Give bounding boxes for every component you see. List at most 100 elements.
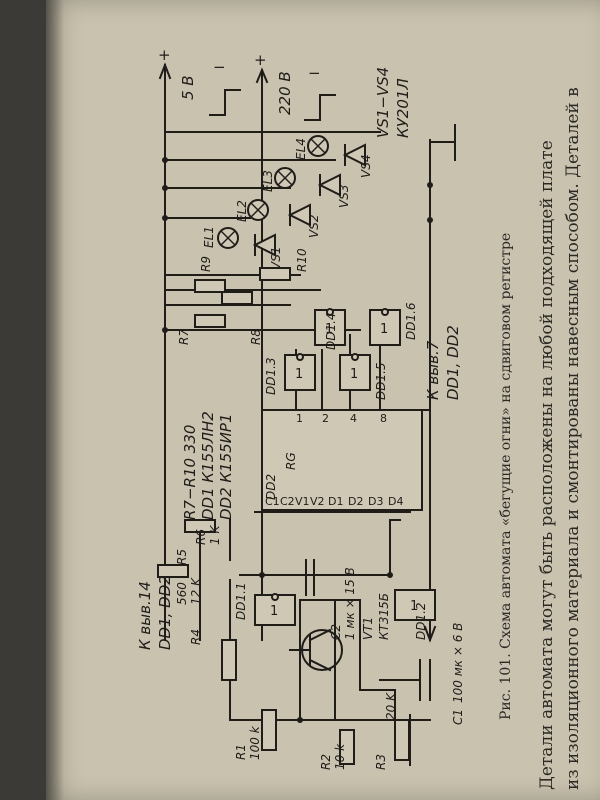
svg-text:220 В: 220 В [276,71,294,115]
label-el2: EL2 [235,200,249,222]
gate-dd1-2 [394,589,436,621]
svg-text:V1: V1 [295,495,310,508]
svg-text:V2: V2 [310,495,325,508]
parts-note: R7−R10 330 DD1 К155ЛН2 DD2 К155ИР1 [181,411,235,520]
label-dd2: DD2 [264,474,278,500]
label-el1: EL1 [202,226,216,248]
resistor-r8 [221,291,253,305]
triac-vs2 [287,203,311,227]
svg-text:DD1, DD2: DD1, DD2 [156,575,174,650]
resistor-r5 [157,564,189,578]
label-el4: EL4 [294,138,308,160]
label-5v: 5 В [179,75,197,100]
svg-text:1 мк × 15 В: 1 мк × 15 В [343,567,357,640]
label-220v: 220 В [276,71,294,115]
svg-text:DD1, DD2: DD1, DD2 [444,325,462,400]
svg-text:VS1: VS1 [269,247,283,270]
svg-text:R9: R9 [199,256,213,272]
triac-vs1 [252,233,276,257]
svg-text:20 K: 20 K [384,692,398,720]
figure-caption: Рис. 101. Схема автомата «бегущие огни» … [498,233,514,720]
svg-text:VT1: VT1 [361,617,375,640]
svg-text:4: 4 [350,412,357,425]
svg-text:C2: C2 [280,495,295,508]
resistor-r1 [261,709,277,751]
label-r10: R10 [295,248,309,272]
svg-text:R7−R10 330: R7−R10 330 [181,425,199,520]
label-vs3: VS3 [337,185,351,208]
svg-text:DD2 К155ИР1: DD2 К155ИР1 [217,413,235,520]
svg-text:D1: D1 [328,495,343,508]
label-vs1: VS1 [269,247,283,270]
body-line-2: из изоляционного материала и смонтирован… [563,87,583,790]
label-el3: EL3 [261,170,275,192]
label-r1: R1 100 k [234,725,262,760]
shift-register-dd2 [261,409,423,511]
svg-text:5 В: 5 В [179,75,197,100]
gate-dd1-1-symbol: 1 [270,604,278,619]
svg-text:2: 2 [322,412,329,425]
svg-text:VS2: VS2 [307,215,321,238]
svg-text:Рис. 101. Схема автомата «бегу: Рис. 101. Схема автомата «бегущие огни» … [498,233,514,720]
svg-text:1 K: 1 K [208,525,222,545]
resistor-r9 [194,279,226,293]
svg-text:VS1−VS4: VS1−VS4 [374,67,392,138]
svg-text:EL4: EL4 [294,138,308,160]
svg-text:DD1.5: DD1.5 [374,362,388,400]
label-vt1: VT1 КТ315Б [361,593,391,640]
label-plus-5v: + [158,46,171,64]
svg-text:DD1.3: DD1.3 [264,357,278,395]
svg-text:R10: R10 [295,248,309,272]
svg-text:C1: C1 [265,495,280,508]
resistor-r10 [259,267,291,281]
label-r8: R8 [249,329,263,345]
gate-dd1-4-symbol: 1 [325,322,333,337]
label-r7: R7 [177,329,191,345]
svg-text:КТ315Б: КТ315Б [377,593,391,640]
label-vs4: VS4 [359,155,373,178]
svg-text:R1: R1 [234,744,248,760]
resistor-r4 [221,639,237,681]
label-r3: R3 20 K [374,692,398,770]
svg-text:100 мк × 6 В: 100 мк × 6 В [451,623,465,703]
triacs [252,143,366,257]
svg-text:C1: C1 [451,709,465,725]
svg-text:D2: D2 [348,495,363,508]
resistors [157,267,410,765]
gate-dd1-6-symbol: 1 [380,322,388,337]
svg-text:К выв.7: К выв.7 [424,340,442,400]
svg-text:100 k: 100 k [248,725,262,760]
label-k-pin7: К выв.7 DD1, DD2 [424,325,462,400]
svg-text:DD1.4: DD1.4 [324,312,338,350]
gate-dd1-3-symbol: 1 [295,367,303,382]
label-k-pin14: К выв.14 DD1, DD2 [136,575,174,650]
label-r4-r5: R4 12 K 560 R5 [175,549,203,645]
svg-text:R2: R2 [319,754,333,770]
svg-text:КУ201Л: КУ201Л [394,78,412,138]
label-r6: R6 1 K [194,525,222,545]
label-dd1-1: DD1.1 [234,582,248,620]
svg-text:DD1.2: DD1.2 [414,602,428,640]
gate-dd1-2-symbol: 1 [410,599,418,614]
triac-vs3 [317,173,341,197]
svg-text:R4: R4 [189,629,203,645]
svg-text:DD1 К155ЛН2: DD1 К155ЛН2 [199,411,217,520]
svg-text:D4: D4 [388,495,403,508]
label-vs2: VS2 [307,215,321,238]
svg-text:VS3: VS3 [337,185,351,208]
svg-text:C2: C2 [329,624,343,640]
label-dd1-5: DD1.5 [374,362,388,400]
svg-text:EL2: EL2 [235,200,249,222]
svg-text:1: 1 [296,412,303,425]
svg-text:DD2: DD2 [264,474,278,500]
resistor-r2 [339,729,355,765]
svg-text:VS4: VS4 [359,155,373,178]
resistor-r3 [394,719,410,761]
resistor-r7 [194,314,226,328]
label-dd1-2: DD1.2 [414,602,428,640]
triac-vs4 [342,143,366,167]
label-dd1-4: DD1.4 [324,312,338,350]
label-dd1-6: DD1.6 [404,302,418,340]
label-plus-220v: + [254,51,267,69]
